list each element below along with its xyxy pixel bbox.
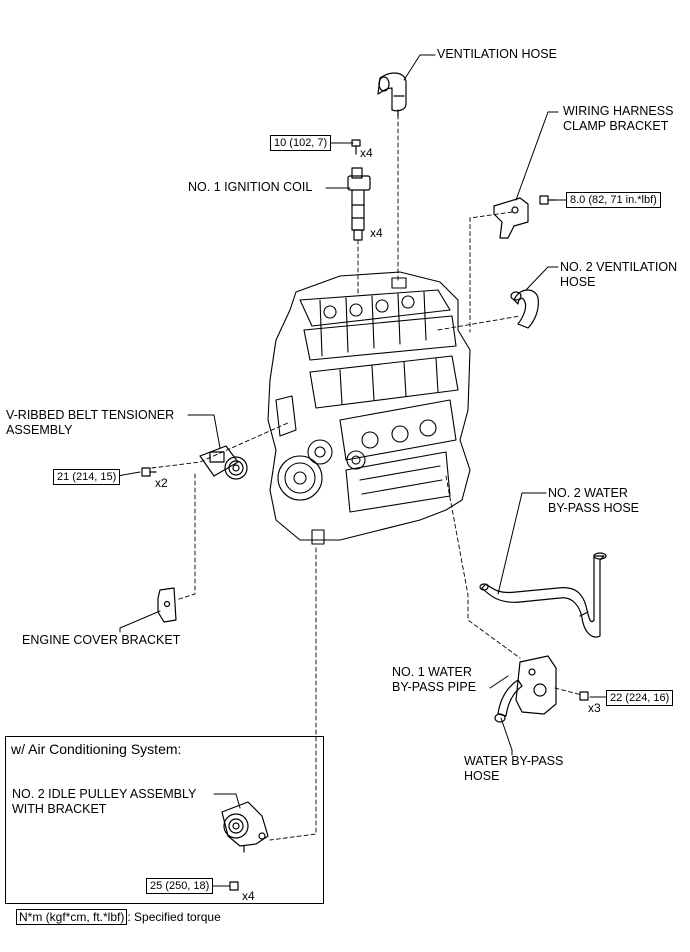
legend-text: : Specified torque [127, 910, 221, 924]
qty-tensioner-bolt: x2 [155, 476, 168, 490]
dashed-lines [151, 114, 583, 841]
tensioner-label-line2: ASSEMBLY [6, 423, 73, 437]
inset-title: w/ Air Conditioning System: [11, 741, 182, 757]
no2-ventilation-hose-label-line2: HOSE [560, 275, 596, 289]
qty-water-pipe-bolt: x3 [588, 701, 601, 715]
no2-ventilation-hose-label-line1: NO. 2 VENTILATION [560, 260, 678, 274]
torque-idle-pulley-bolt: 25 (250, 18) [146, 878, 214, 894]
torque-harness-bracket-bolt: 8.0 (82, 71 in.*lbf) [566, 192, 661, 208]
no2-water-bypass-hose-part [479, 552, 607, 638]
ignition-coil-part [347, 139, 371, 241]
no2-water-bypass-hose-label-line1: NO. 2 WATER [548, 486, 628, 500]
torque-water-pipe-bolt: 22 (224, 16) [606, 690, 674, 706]
no1-water-bypass-pipe-label-line1: NO. 1 WATER [392, 665, 472, 679]
qty-idle-pulley-bolt: x4 [242, 889, 255, 903]
idle-pulley-part [221, 801, 269, 891]
idle-pulley-label-line1: NO. 2 IDLE PULLEY ASSEMBLY [12, 787, 197, 801]
engine-cover-bracket-label: ENGINE COVER BRACKET [22, 633, 181, 647]
no1-water-bypass-pipe-part [494, 655, 589, 723]
idle-pulley-label-line2: WITH BRACKET [12, 802, 107, 816]
no2-ventilation-hose-part [510, 289, 539, 329]
torque-tensioner-bolt: 21 (214, 15) [53, 469, 121, 485]
qty-ignition-coil: x4 [370, 226, 383, 240]
wiring-harness-label-line1: WIRING HARNESS [563, 104, 674, 118]
ventilation-hose-label: VENTILATION HOSE [437, 47, 557, 61]
wiring-harness-label-line2: CLAMP BRACKET [563, 119, 669, 133]
harness-bracket-part [493, 195, 557, 239]
water-bypass-hose-label-line1: WATER BY-PASS [464, 754, 564, 768]
ventilation-hose-part [377, 72, 407, 117]
engine-block [267, 271, 471, 545]
water-bypass-hose-label-line2: HOSE [464, 769, 500, 783]
tensioner-label-line1: V-RIBBED BELT TENSIONER [6, 408, 175, 422]
leader-lines [116, 54, 607, 887]
no1-water-bypass-pipe-label-line2: BY-PASS PIPE [392, 680, 477, 694]
qty-ignition-bolt: x4 [360, 146, 373, 160]
no2-water-bypass-hose-label-line2: BY-PASS HOSE [548, 501, 640, 515]
torque-legend: N*m (kgf*cm, ft.*lbf): Specified torque [16, 909, 221, 925]
engine-cover-bracket-part [157, 587, 177, 623]
legend-unit-box: N*m (kgf*cm, ft.*lbf) [16, 909, 128, 925]
torque-ignition-coil-bolt: 10 (102, 7) [270, 135, 332, 151]
ignition-coil-label: NO. 1 IGNITION COIL [188, 180, 313, 194]
air-conditioning-inset [5, 736, 324, 904]
tensioner-part [141, 445, 248, 480]
